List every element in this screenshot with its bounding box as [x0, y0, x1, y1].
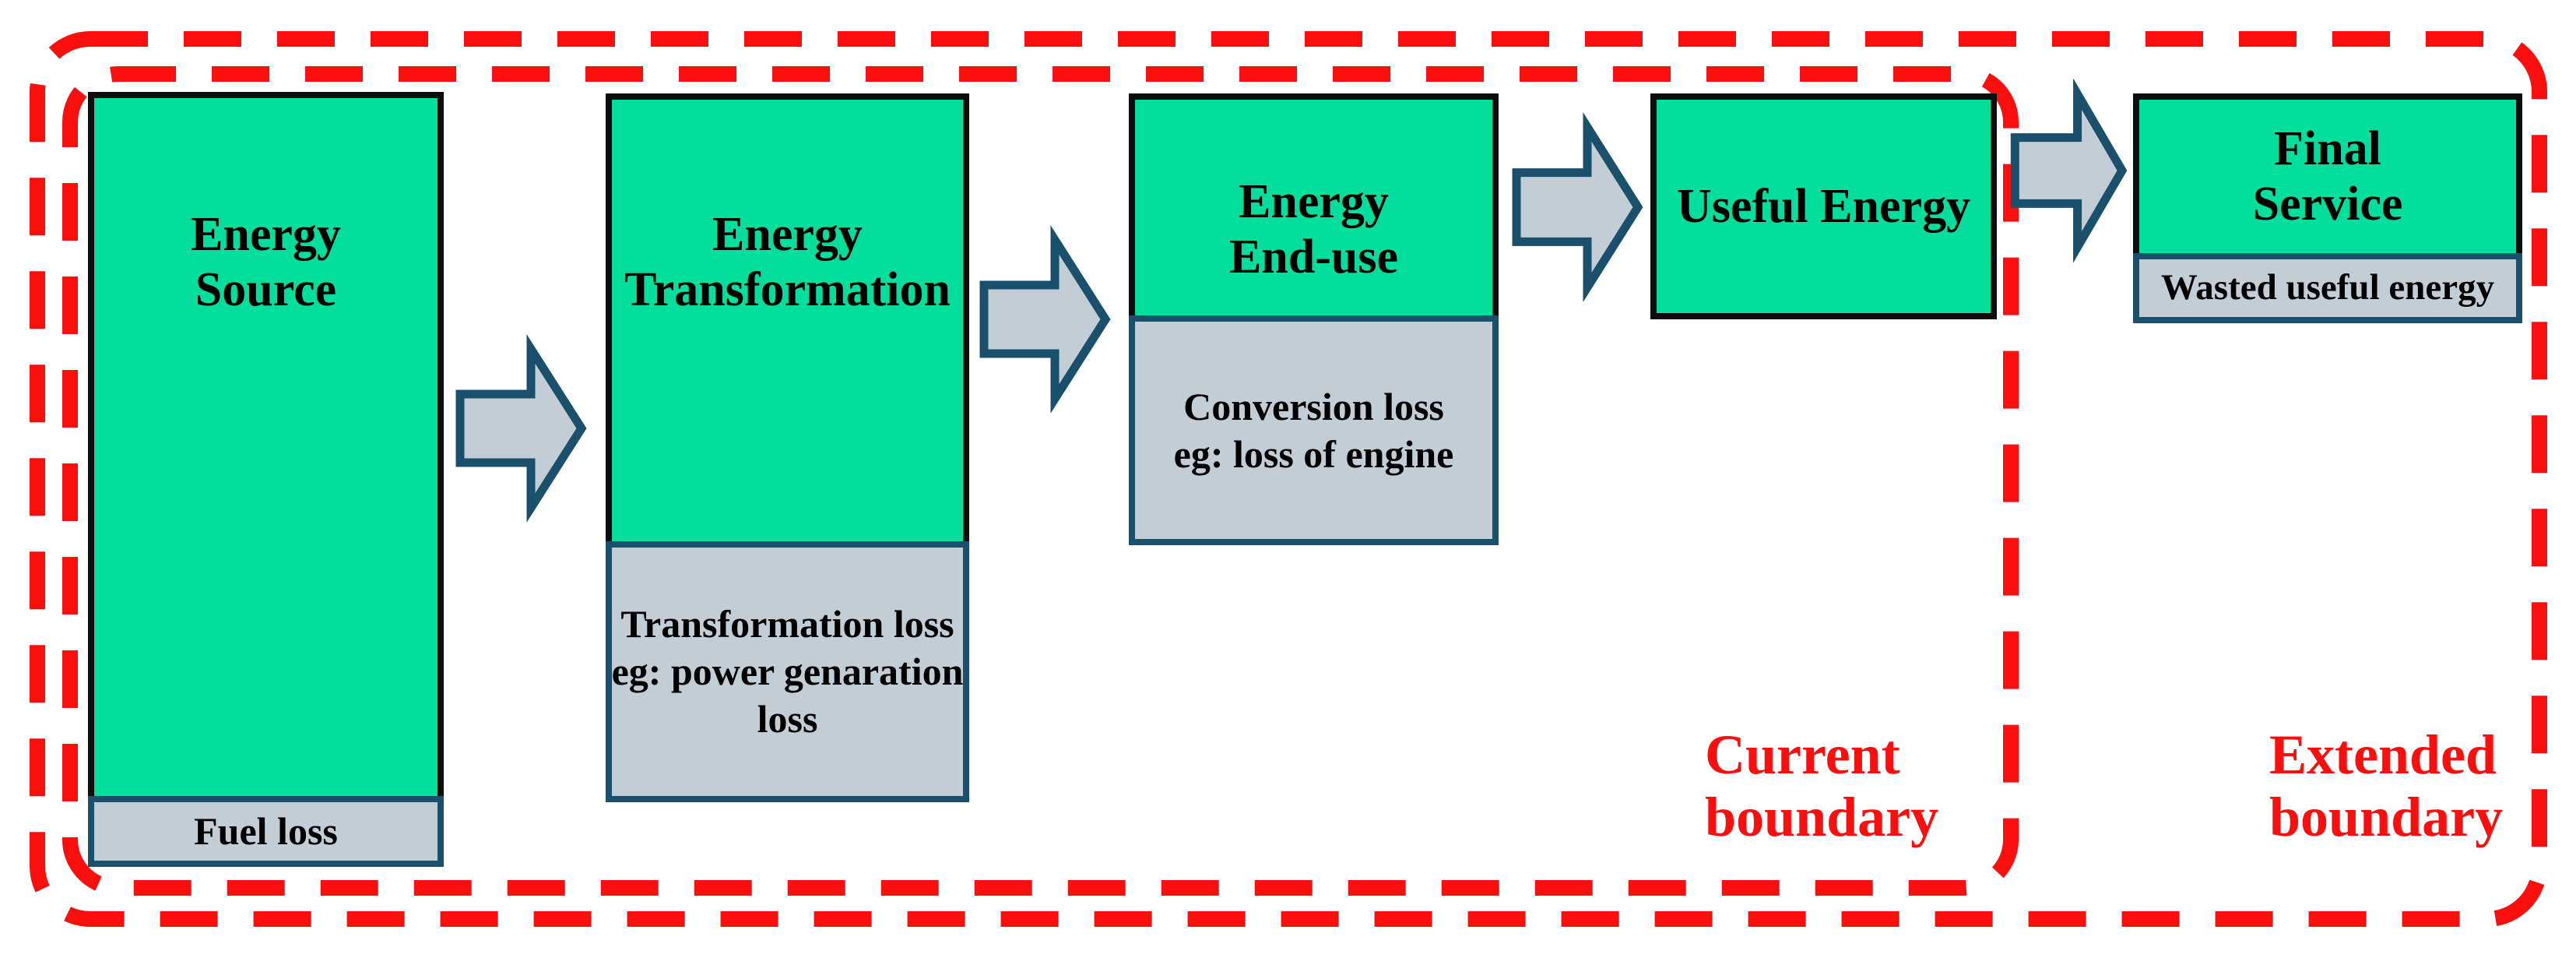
- stage-label-line: Energy: [191, 208, 341, 261]
- loss-label-line: Transformation loss: [620, 602, 954, 646]
- flow-arrow-icon: [2011, 88, 2128, 253]
- stage-label-line: Energy: [1239, 175, 1389, 228]
- loss-label-line: eg: loss of engine: [1173, 431, 1454, 476]
- loss-label-line: Fuel loss: [194, 809, 338, 853]
- loss-label-line: Wasted useful energy: [2160, 267, 2495, 308]
- loss-box-fuel-loss: Fuel loss: [88, 796, 444, 867]
- stage-label-line: Service: [2252, 177, 2403, 231]
- loss-label-line: Conversion loss: [1183, 384, 1444, 428]
- loss-label-line: loss: [757, 697, 818, 741]
- boundary-label-line: Extended: [2269, 724, 2497, 786]
- loss-label-fuel-loss: Fuel loss: [194, 808, 338, 855]
- stage-label-final-service: Final Service: [2253, 122, 2403, 231]
- stage-box-energy-end-use: Energy End-use: [1129, 93, 1499, 315]
- stage-label-line: Useful Energy: [1676, 179, 1971, 233]
- stage-box-energy-source: Energy Source: [88, 92, 444, 796]
- stage-box-final-service: Final Service: [2133, 93, 2522, 253]
- current-boundary-label: Current boundary: [1705, 724, 1938, 849]
- boundary-label-line: Current: [1705, 724, 1900, 786]
- stage-label-line: Source: [195, 262, 337, 316]
- extended-boundary-outline: [30, 31, 2547, 927]
- stage-label-energy-source: Energy Source: [191, 98, 341, 317]
- stage-label-line: Energy: [712, 208, 863, 261]
- stage-label-energy-transformation: Energy Transformation: [624, 100, 951, 317]
- loss-label-line: eg: power genaration: [611, 650, 964, 693]
- boundary-label-line: boundary: [1705, 785, 1939, 848]
- loss-label-transformation-loss: Transformation loss eg: power genaration…: [612, 600, 964, 743]
- loss-box-conversion-loss: Conversion loss eg: loss of engine: [1129, 315, 1499, 545]
- loss-box-transformation-loss: Transformation loss eg: power genaration…: [606, 541, 969, 802]
- stage-label-useful-energy: Useful Energy: [1677, 179, 1970, 234]
- stage-box-useful-energy: Useful Energy: [1650, 93, 1997, 319]
- stage-label-line: End-use: [1228, 230, 1399, 284]
- stage-label-energy-end-use: Energy End-use: [1229, 100, 1398, 284]
- stage-box-energy-transformation: Energy Transformation: [606, 93, 969, 541]
- loss-label-conversion-loss: Conversion loss eg: loss of engine: [1174, 383, 1454, 478]
- loss-box-wasted-useful-energy: Wasted useful energy: [2133, 253, 2522, 323]
- stage-label-line: Final: [2274, 122, 2381, 175]
- loss-label-wasted-useful-energy: Wasted useful energy: [2161, 266, 2494, 310]
- stage-label-line: Transformation: [624, 262, 951, 316]
- flow-arrow-icon: [1512, 121, 1644, 294]
- extended-boundary-label: Extended boundary: [2269, 724, 2503, 849]
- flow-arrow-icon: [455, 343, 588, 514]
- flow-arrow-icon: [979, 234, 1112, 405]
- boundary-label-line: boundary: [2269, 785, 2504, 848]
- current-boundary-outline: [62, 66, 2019, 896]
